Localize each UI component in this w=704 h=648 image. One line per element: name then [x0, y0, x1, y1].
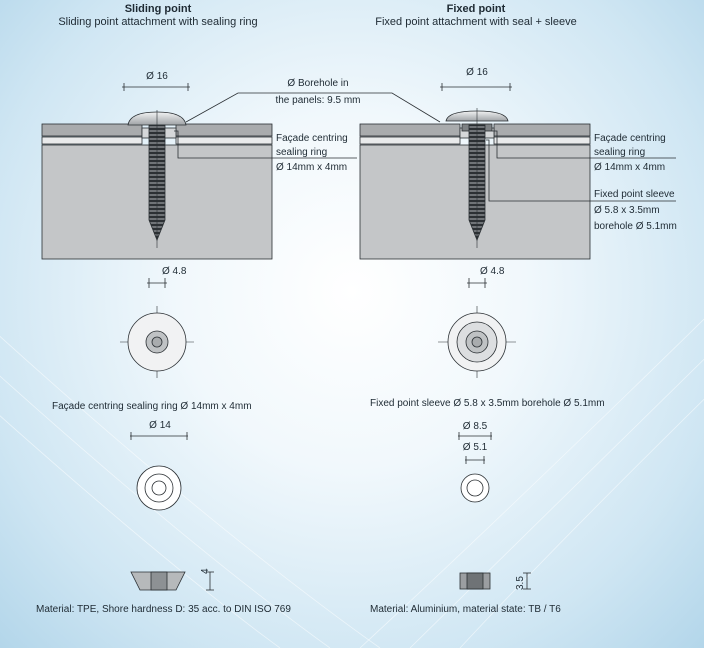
ring-label-right-3: Ø 14mm x 4mm	[594, 162, 666, 173]
head-diameter-left: Ø 16	[146, 71, 168, 82]
sealing-ring-part	[130, 432, 214, 591]
ring-height: 4	[200, 568, 211, 574]
ring-label-right-1: Façade centring	[594, 133, 666, 144]
plate-left-a	[41, 123, 143, 137]
sleeve-part	[458, 432, 531, 590]
sleeve-label-2: Ø 5.8 x 3.5mm	[594, 205, 660, 216]
sleeve-material: Material: Aluminium, material state: TB …	[370, 604, 561, 615]
head-diameter-right: Ø 16	[466, 67, 488, 78]
background-arcs	[0, 318, 704, 648]
plate-right-a	[359, 123, 461, 137]
sliding-point-subtitle: Sliding point attachment with sealing ri…	[58, 16, 258, 28]
borehole-label-1: Ø Borehole in	[287, 78, 349, 89]
shank-diameter-right: Ø 4.8	[480, 266, 505, 277]
sleeve-height: 3.5	[515, 576, 526, 590]
shank-diameter-left: Ø 4.8	[162, 266, 187, 277]
sleeve-outer-diameter: Ø 8.5	[462, 421, 488, 432]
ring-label-left-1: Façade centring	[276, 133, 348, 144]
sleeve-inner-diameter: Ø 5.1	[462, 442, 488, 453]
sliding-point-title: Sliding point	[124, 3, 192, 15]
sleeve-label-1: Fixed point sleeve	[594, 189, 675, 200]
borehole-leader	[185, 92, 441, 123]
borehole-label-2: the panels: 9.5 mm	[275, 95, 361, 106]
sliding-point-section	[41, 83, 357, 378]
plate-right-b	[493, 123, 591, 137]
sleeve-label-3: borehole Ø 5.1mm	[594, 221, 677, 232]
fixed-point-section	[359, 83, 676, 378]
ring-label-left-2: sealing ring	[276, 147, 328, 158]
ring-caption: Façade centring sealing ring Ø 14mm x 4m…	[52, 401, 252, 412]
fixed-point-title: Fixed point	[446, 3, 506, 15]
plate-left-b	[175, 123, 273, 137]
ring-label-right-2: sealing ring	[594, 147, 646, 158]
sleeve-caption: Fixed point sleeve Ø 5.8 x 3.5mm borehol…	[370, 398, 605, 409]
fixed-point-subtitle: Fixed point attachment with seal + sleev…	[375, 16, 577, 28]
ring-label-left-3: Ø 14mm x 4mm	[276, 162, 348, 173]
ring-diameter: Ø 14	[149, 420, 171, 431]
ring-material: Material: TPE, Shore hardness D: 35 acc.…	[36, 604, 291, 615]
